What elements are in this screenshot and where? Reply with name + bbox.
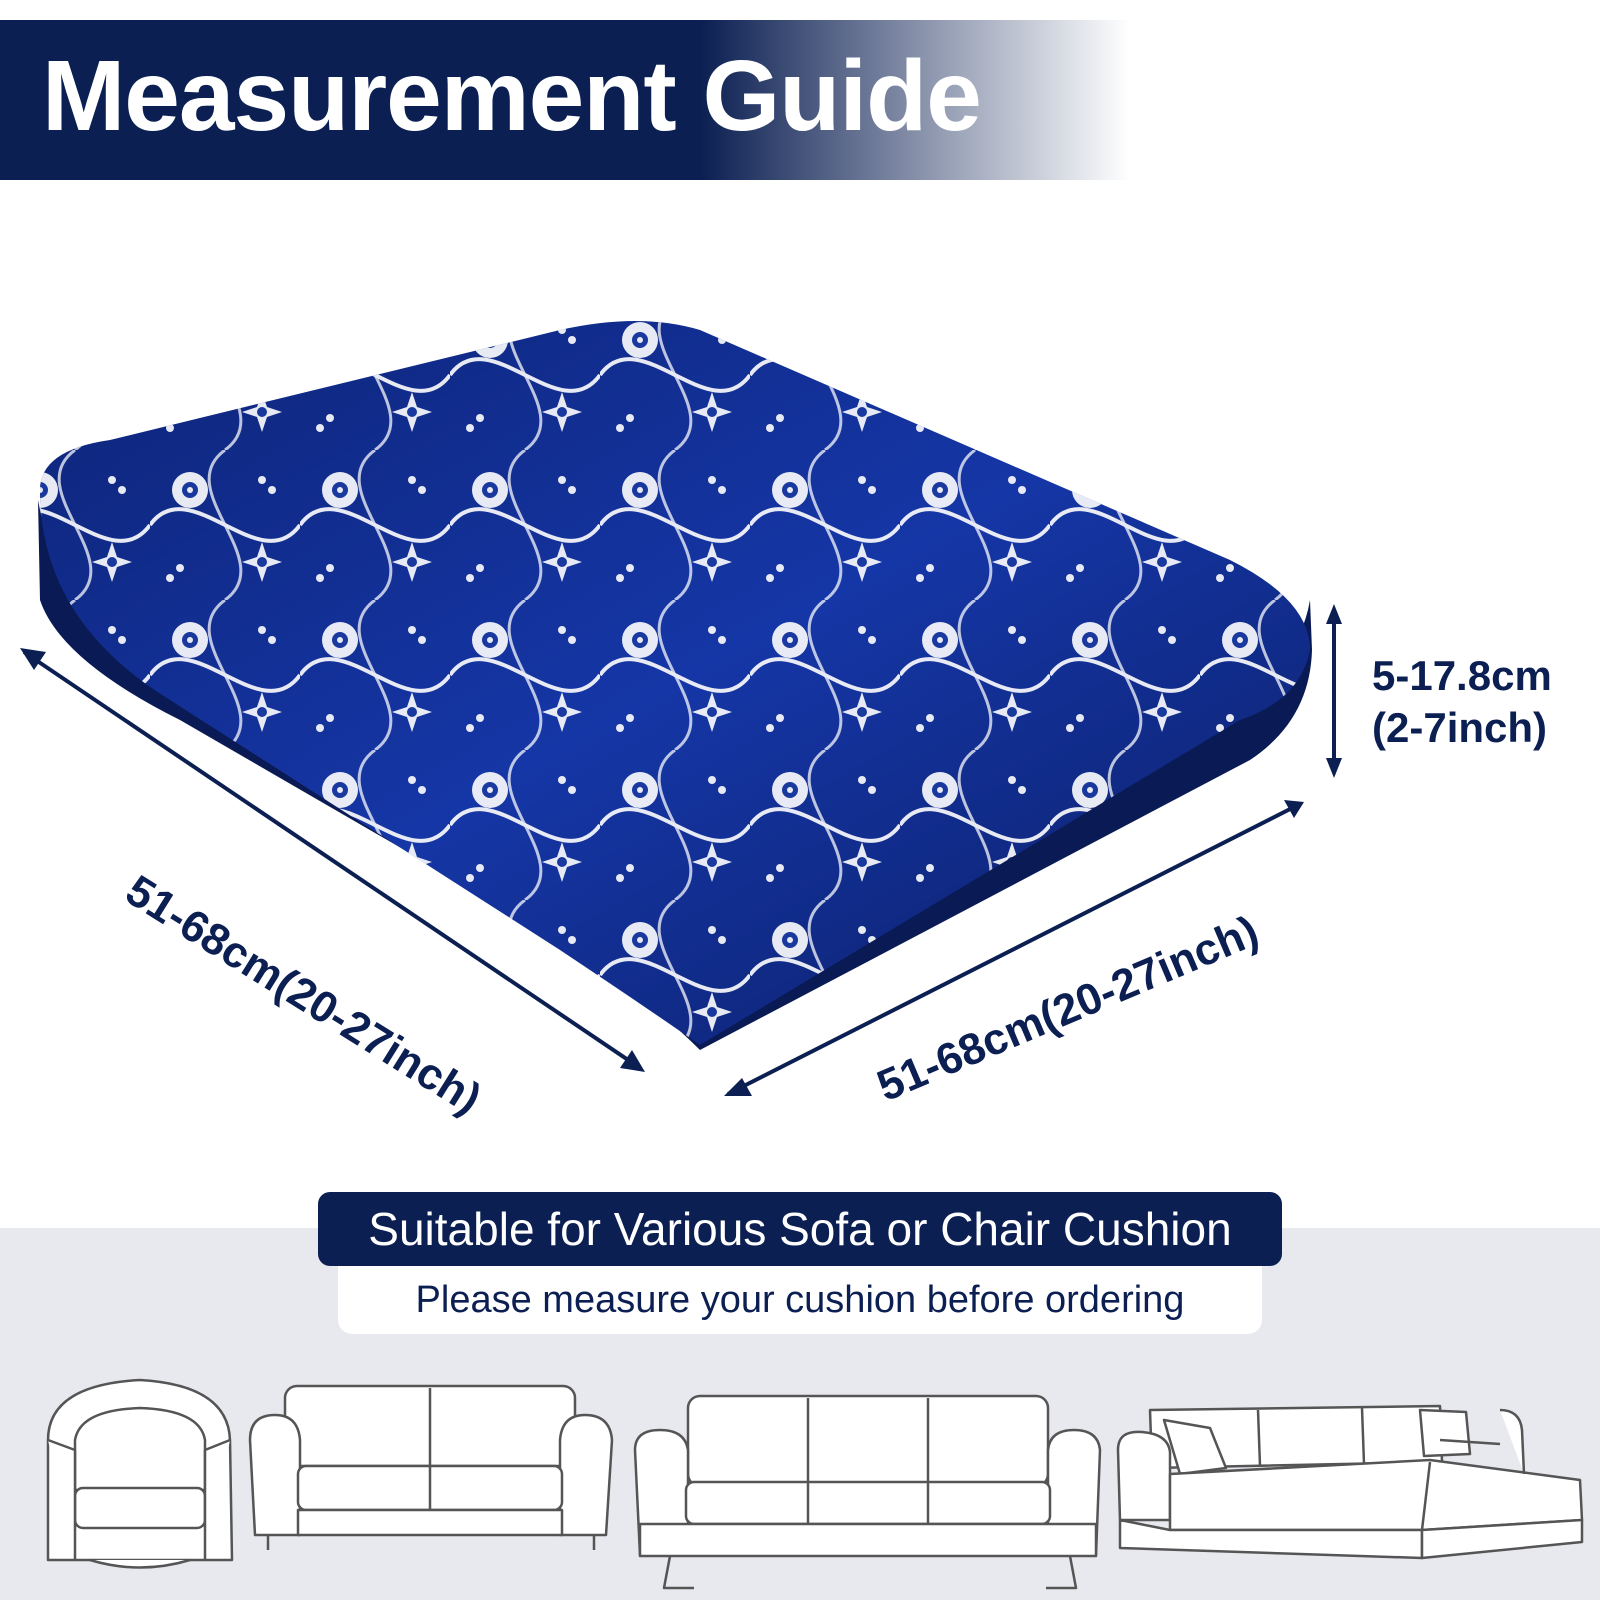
loveseat-icon [248,1384,614,1550]
right-dimension-arrow [724,800,1304,1096]
furniture-row [46,1378,1584,1590]
page-title: Measurement Guide [42,40,982,152]
suitable-title: Suitable for Various Sofa or Chair Cushi… [318,1192,1282,1266]
height-dimension-label: 5-17.8cm (2-7inch) [1372,650,1552,754]
sectional-sofa-icon [1116,1404,1584,1560]
measure-note: Please measure your cushion before order… [338,1266,1262,1334]
height-cm: 5-17.8cm [1372,652,1552,699]
height-inch: (2-7inch) [1372,704,1548,751]
cushion-illustration [20,321,1342,1096]
three-seat-sofa-icon [633,1394,1102,1590]
armchair-icon [46,1378,234,1569]
left-dimension-arrow [20,648,645,1072]
title-band [0,20,1130,180]
height-dimension-arrow [1326,604,1342,778]
